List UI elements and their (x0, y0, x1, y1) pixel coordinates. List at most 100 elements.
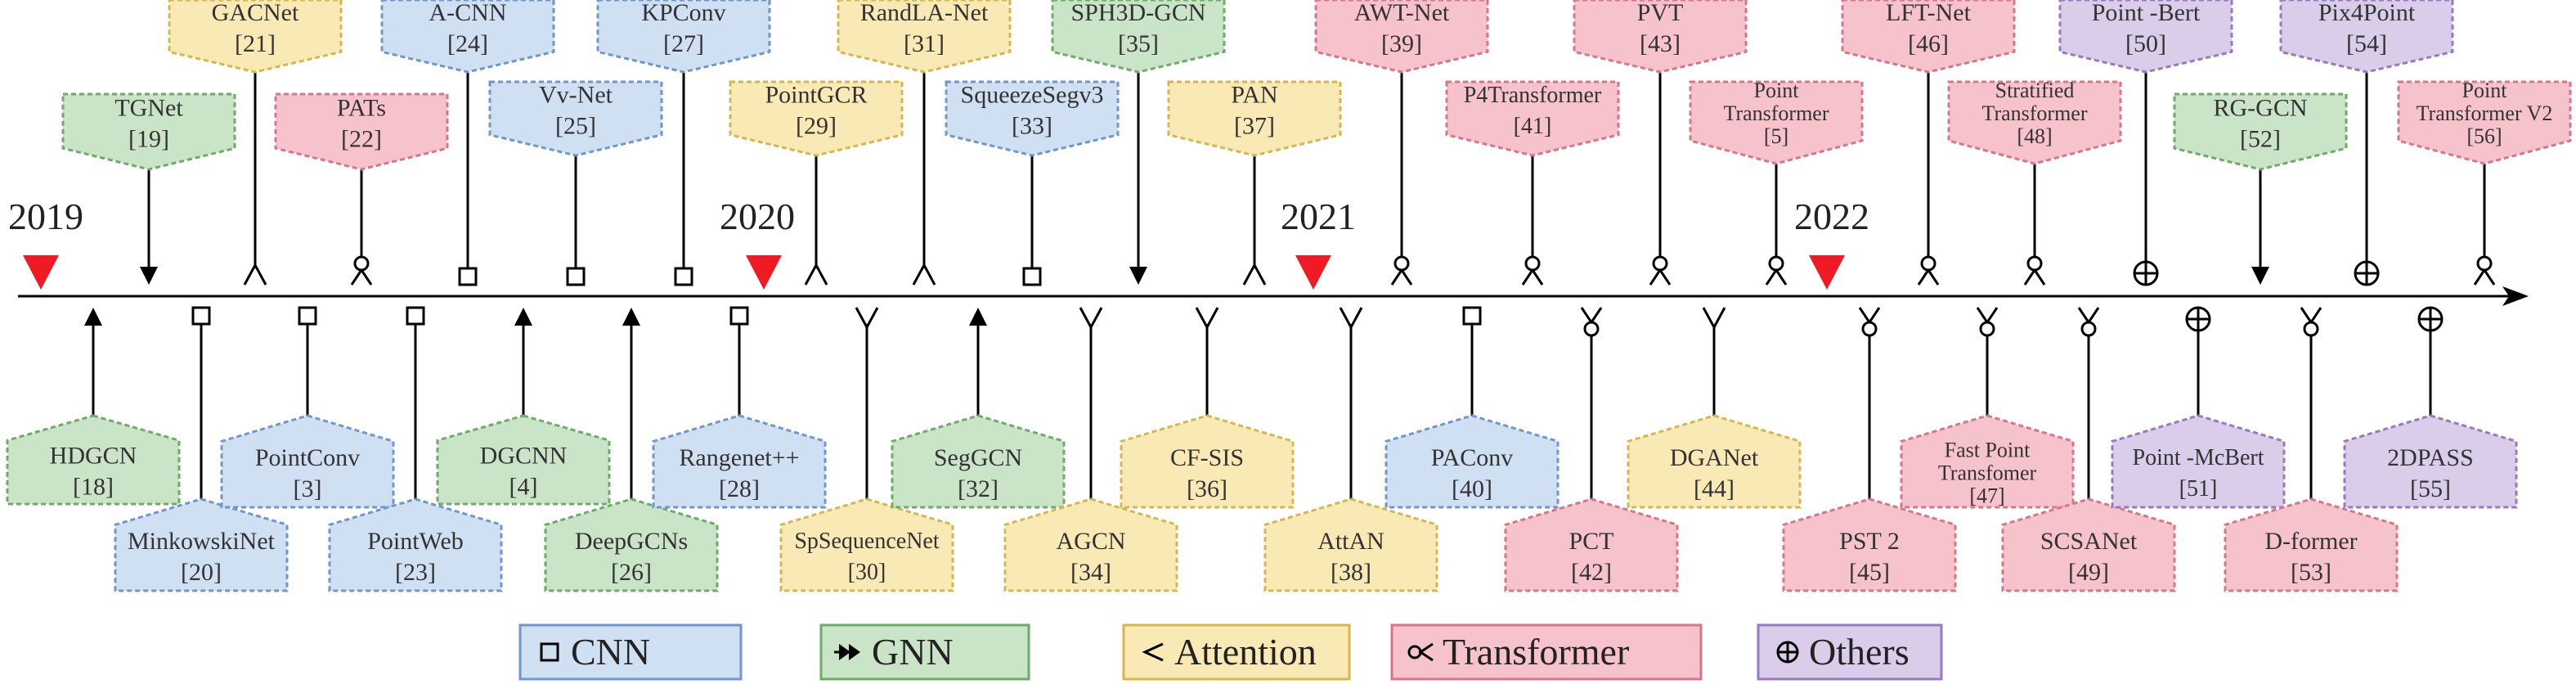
cnn-connector-symbol (406, 306, 425, 326)
model-box-shape (1841, 0, 2016, 74)
legend-swatch (1390, 623, 1703, 681)
model-name: Point -Bert (2092, 0, 2201, 26)
model-box-shape (596, 0, 771, 74)
model-box-p4transformer-41: P4Transformer[41] (1445, 80, 1620, 157)
model-box-shape (2397, 80, 2572, 165)
cnn-connector-symbol (191, 306, 211, 326)
model-name: DGANet (1670, 444, 1759, 471)
others-connector-symbol (2185, 306, 2211, 332)
model-name: Pix4Point (2318, 0, 2416, 26)
attention-connector-symbol (1195, 307, 1219, 331)
model-box-shape (1263, 497, 1438, 592)
model-box-shape (2173, 92, 2348, 171)
attention-connector-symbol (1339, 307, 1363, 331)
model-box-kpconv-27: KPConv[27] (596, 0, 771, 74)
model-box-pointweb-23: PointWeb[23] (328, 497, 503, 592)
model-box-seggcn-32: SegGCN[32] (891, 414, 1066, 509)
gnn-connector-symbol (84, 308, 102, 326)
model-reference: [48] (2017, 124, 2052, 148)
model-reference: [50] (2125, 30, 2166, 57)
transformer-connector-symbol (1580, 307, 1603, 337)
attention-connector-symbol (912, 262, 936, 286)
model-reference: [55] (2410, 475, 2451, 502)
model-reference: [34] (1070, 559, 1111, 586)
model-name: PST 2 (1839, 528, 1900, 555)
year-label: 2022 (1794, 196, 1869, 237)
model-box-2dpass-55: 2DPASS [55] (2343, 414, 2518, 509)
model-box-shape (1314, 0, 1489, 74)
model-name: PCT (1568, 528, 1613, 555)
transformer-connector-symbol (2023, 255, 2046, 286)
model-box-pvt-43: PVT[43] (1573, 0, 1748, 74)
cnn-connector-symbol (729, 306, 749, 326)
model-reference: [22] (341, 125, 382, 152)
model-reference: [33] (1012, 113, 1052, 140)
transformer-connector-symbol (1858, 307, 1881, 337)
model-box-shape (2343, 414, 2518, 509)
model-name: P4Transformer (1464, 83, 1602, 108)
model-name: LFT-Net (1886, 0, 1972, 26)
gnn-symbol-icon (834, 644, 860, 660)
transformer-connector-symbol (1917, 255, 1940, 286)
model-box-shape (2058, 0, 2233, 74)
model-reference: [54] (2346, 30, 2387, 57)
year-triangle-icon (23, 255, 59, 290)
model-reference: [45] (1849, 559, 1890, 586)
model-name: AttAN (1317, 528, 1384, 555)
model-name: RandLA-Net (860, 0, 989, 26)
model-box-gacnet-21: GACNet [21] (168, 0, 343, 74)
model-box-pix4point-54: Pix4Point [54] (2279, 0, 2454, 74)
model-box-shape (1120, 414, 1295, 509)
model-box-point-bert-50: Point -Bert [50] (2058, 0, 2233, 74)
model-name: 2DPASS (2387, 444, 2474, 471)
cnn-connector-symbol (458, 267, 478, 286)
model-reference: [49] (2068, 559, 2109, 586)
model-box-attan-38: AttAN[38] (1263, 497, 1438, 592)
transformer-connector-symbol (2077, 307, 2100, 337)
model-box-deepgcns-26: DeepGCNs[26] (544, 497, 719, 592)
model-box-randla-net-31: RandLA-Net[31] (837, 0, 1012, 74)
others-connector-symbol (2354, 260, 2380, 286)
model-name: GACNet (212, 0, 299, 26)
model-box-shape (837, 0, 1012, 74)
gnn-connector-symbol (969, 308, 987, 326)
model-box-shape (6, 414, 181, 506)
model-name: Point -McBert (2133, 445, 2264, 470)
model-box-shape (436, 414, 611, 506)
model-box-lft-net-46: LFT-Net [46] (1841, 0, 2016, 74)
others-connector-symbol (2133, 260, 2159, 286)
transformer-connector-symbol (2300, 307, 2322, 337)
model-name: Transformer (1723, 101, 1829, 125)
model-name: SpSequenceNet (794, 529, 940, 554)
model-reference: [21] (235, 30, 276, 57)
model-box-shape (544, 497, 719, 592)
model-box-minkowskinet-20: MinkowskiNet[20] (114, 497, 289, 592)
model-box-pst-2-45: PST 2 [45] (1782, 497, 1957, 592)
model-box-rg-gcn-52: RG-GCN[52] (2173, 92, 2348, 171)
model-reference: [25] (555, 113, 596, 140)
transformer-connector-symbol (1976, 307, 1999, 337)
model-name: AWT-Net (1354, 0, 1450, 26)
model-reference: [24] (447, 30, 488, 57)
model-reference: [46] (1908, 30, 1949, 57)
model-box-pointgcr-29: PointGCR[29] (729, 80, 904, 157)
model-box-tgnet-19: TGNet[19] (61, 92, 236, 171)
model-box-dganet-44: DGANet[44] (1627, 414, 1802, 509)
attention-connector-symbol (1242, 262, 1267, 286)
model-name: CF-SIS (1170, 444, 1244, 471)
model-name: PVT (1637, 0, 1684, 26)
model-box-pan-37: PAN[37] (1167, 80, 1342, 157)
model-reference: [19] (128, 125, 169, 152)
model-box-shape (891, 414, 1066, 509)
model-box-shape (2224, 497, 2399, 592)
model-reference: [32] (958, 475, 999, 502)
model-box-shape (652, 414, 827, 509)
gnn-connector-symbol (2251, 267, 2269, 285)
model-name: SqueezeSegv3 (961, 82, 1104, 109)
model-reference: [39] (1381, 30, 1422, 57)
model-reference: [52] (2240, 125, 2281, 152)
model-box-a-cnn-24: A-CNN[24] (380, 0, 555, 74)
cnn-connector-symbol (566, 267, 586, 286)
